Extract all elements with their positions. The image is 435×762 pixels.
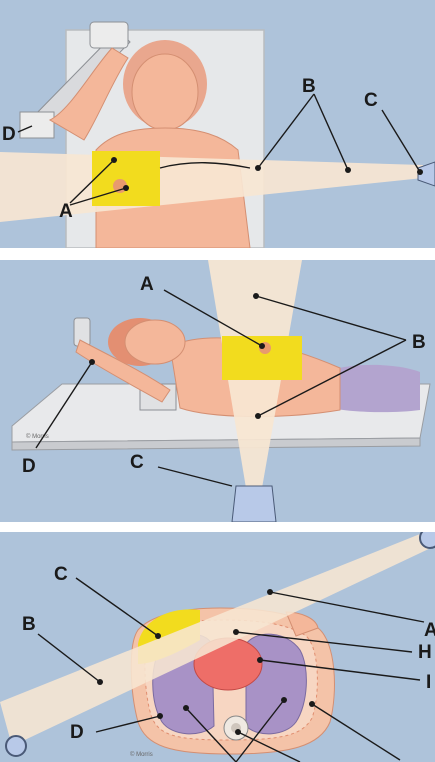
xray-tube-c [232,486,276,522]
pointer-b2 [314,94,348,170]
label-a: A [424,620,435,641]
hand-grip [90,22,128,48]
cross-section-illustration: © Morris C B A H I D [0,532,435,762]
pointer-c [76,578,158,636]
label-a: A [140,274,154,295]
pointer-a-dot [259,343,265,349]
pointer-c-dot [155,633,161,639]
label-c: C [130,452,144,473]
pointer-lung-left-dot [183,705,189,711]
panel-divider [0,522,435,532]
lateral-view-illustration: A B C D [0,0,435,248]
panel-ap-view: © Morris A B C D [0,260,435,522]
patient-head [132,54,198,130]
label-b: B [412,332,426,353]
pointer-d-dot [89,359,95,365]
label-d: D [22,456,36,477]
panel-divider [0,248,435,260]
label-b: B [302,76,316,97]
pointer-h-dot [233,629,239,635]
pointer-b1 [258,94,314,168]
pointer-d-dot [157,713,163,719]
pointer-lung-right-dot [281,697,287,703]
pointer-c [158,467,232,486]
arm-clamp-d [20,112,54,138]
label-d: D [2,124,16,145]
xray-tube-right [420,532,435,548]
label-a: A [59,201,73,222]
panel-cross-section: © Morris C B A H I D [0,532,435,762]
panel-lateral-view: A B C D [0,0,435,248]
pointer-i-dot [257,657,263,663]
pointer-c [382,110,420,172]
pointer-a2-dot [123,185,129,191]
target-area-a [222,336,302,380]
label-d: D [70,722,84,743]
label-b: B [22,614,36,635]
target-area-a [92,151,160,206]
pointer-rib-dot [309,701,315,707]
patient-head [125,320,185,364]
xray-tube-left [6,736,26,756]
pointer-b2-dot [255,413,261,419]
pointer-b2-dot [345,167,351,173]
ap-view-illustration: © Morris A B C D [0,260,435,522]
pointer-a1-dot [111,157,117,163]
pointer-rib [312,704,400,760]
pointer-b-dot [97,679,103,685]
pointer-spine-dot [235,729,241,735]
label-h: H [418,642,432,663]
pointer-b1-dot [255,165,261,171]
pointer-c-dot [417,169,423,175]
pointer-a-dot [267,589,273,595]
credit-text: © Morris [130,751,153,758]
label-i: I [426,672,431,693]
pointer-b1-dot [253,293,259,299]
label-c: C [364,90,378,111]
label-c: C [54,564,68,585]
